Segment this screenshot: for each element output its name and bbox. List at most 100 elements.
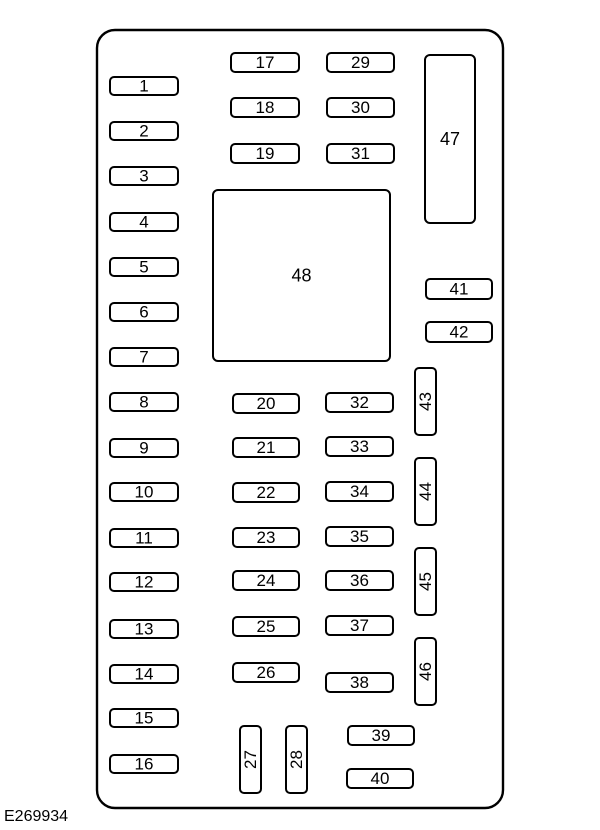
fuse-9: 9 (109, 438, 179, 458)
fuse-30: 30 (326, 97, 395, 118)
fuse-40-box (346, 768, 414, 789)
fuse-9-label: 9 (139, 439, 148, 458)
diagram-code: E269934 (4, 808, 69, 825)
fuse-21-label: 21 (257, 438, 276, 457)
fuse-34-label: 34 (350, 482, 369, 501)
fuse-8: 8 (109, 392, 179, 412)
fuse-36: 36 (325, 570, 394, 591)
fuse-13: 13 (109, 619, 179, 639)
fuse-39-label: 39 (372, 726, 391, 745)
fuse-30-box (326, 97, 395, 118)
fuse-29-label: 29 (351, 53, 370, 72)
fuse-2-box (109, 121, 179, 141)
fuse-23: 23 (232, 527, 300, 548)
fuse-46: 46 (414, 637, 437, 706)
fuse-29: 29 (326, 52, 395, 73)
fuse-25-label: 25 (257, 617, 276, 636)
fuse-32-box (325, 392, 394, 413)
fuse-1: 1 (109, 76, 179, 96)
fuse-32: 32 (325, 392, 394, 413)
fuse-28: 28 (285, 725, 308, 794)
fuse-19-label: 19 (256, 144, 275, 163)
fuse-44-box (414, 457, 437, 526)
fuse-27-box (239, 725, 262, 794)
fuse-45-label: 45 (416, 572, 435, 591)
fuse-10-label: 10 (135, 483, 154, 502)
fuse-16-label: 16 (135, 755, 154, 774)
fuse-18-box (230, 97, 300, 118)
fuse-4-box (109, 212, 179, 232)
fuse-1-label: 1 (139, 77, 148, 96)
fuse-5: 5 (109, 257, 179, 277)
fuse-43-label: 43 (416, 392, 435, 411)
fuse-22-box (232, 482, 300, 503)
fuse-41: 41 (425, 278, 493, 300)
fuse-38-box (325, 672, 394, 693)
fuse-21: 21 (232, 437, 300, 458)
fuse-30-label: 30 (351, 98, 370, 117)
fuse-34: 34 (325, 481, 394, 502)
fuse-38: 38 (325, 672, 394, 693)
fuse-17: 17 (230, 52, 300, 73)
fuse-37-box (325, 615, 394, 636)
fuse-46-box (414, 637, 437, 706)
fuse-26-label: 26 (257, 663, 276, 682)
fuse-7: 7 (109, 347, 179, 367)
fuse-10-box (109, 482, 179, 502)
fuse-45: 45 (414, 547, 437, 616)
fuse-44-label: 44 (416, 482, 435, 501)
fuse-15-box (109, 708, 179, 728)
fuse-11: 11 (109, 528, 179, 548)
fuse-33-label: 33 (350, 437, 369, 456)
fuse-14: 14 (109, 664, 179, 684)
fuse-38-label: 38 (350, 673, 369, 692)
fuse-22-label: 22 (257, 483, 276, 502)
fuse-37-label: 37 (350, 616, 369, 635)
fuse-group: 1234567891011121314151617181920212223242… (109, 52, 493, 794)
fuse-18: 18 (230, 97, 300, 118)
fuse-35-label: 35 (350, 527, 369, 546)
fuse-20-box (232, 393, 300, 414)
fuse-40: 40 (346, 768, 414, 789)
fuse-28-box (285, 725, 308, 794)
fuse-47-box (424, 54, 476, 224)
fuse-13-label: 13 (135, 620, 154, 639)
fuse-7-box (109, 347, 179, 367)
fuse-17-box (230, 52, 300, 73)
fuse-35: 35 (325, 526, 394, 547)
fuse-3-box (109, 166, 179, 186)
fuse-26-box (232, 662, 300, 683)
fuse-32-label: 32 (350, 393, 369, 412)
fuse-46-label: 46 (416, 662, 435, 681)
fuse-41-label: 41 (450, 280, 469, 299)
fuse-19: 19 (230, 143, 300, 164)
fuse-9-box (109, 438, 179, 458)
fuse-12-box (109, 572, 179, 592)
fuse-14-box (109, 664, 179, 684)
fuse-15-label: 15 (135, 709, 154, 728)
fuse-42: 42 (425, 321, 493, 343)
fuse-13-box (109, 619, 179, 639)
fuse-29-box (326, 52, 395, 73)
fuse-43: 43 (414, 367, 437, 436)
fuse-6: 6 (109, 302, 179, 322)
fuse-16: 16 (109, 754, 179, 774)
fuse-48-label: 48 (291, 266, 311, 286)
fuse-47-label: 47 (440, 129, 460, 149)
fuse-11-label: 11 (135, 529, 153, 548)
fuse-31: 31 (326, 143, 395, 164)
fuse-8-label: 8 (139, 393, 148, 412)
fuse-36-label: 36 (350, 571, 369, 590)
fuse-42-label: 42 (450, 323, 469, 342)
fuse-37: 37 (325, 615, 394, 636)
fuse-27: 27 (239, 725, 262, 794)
fuse-20-label: 20 (257, 394, 276, 413)
fuse-45-box (414, 547, 437, 616)
fuse-6-label: 6 (139, 303, 148, 322)
fuse-12-label: 12 (135, 573, 154, 592)
fuse-33: 33 (325, 436, 394, 457)
fuse-22: 22 (232, 482, 300, 503)
fuse-44: 44 (414, 457, 437, 526)
fuse-26: 26 (232, 662, 300, 683)
